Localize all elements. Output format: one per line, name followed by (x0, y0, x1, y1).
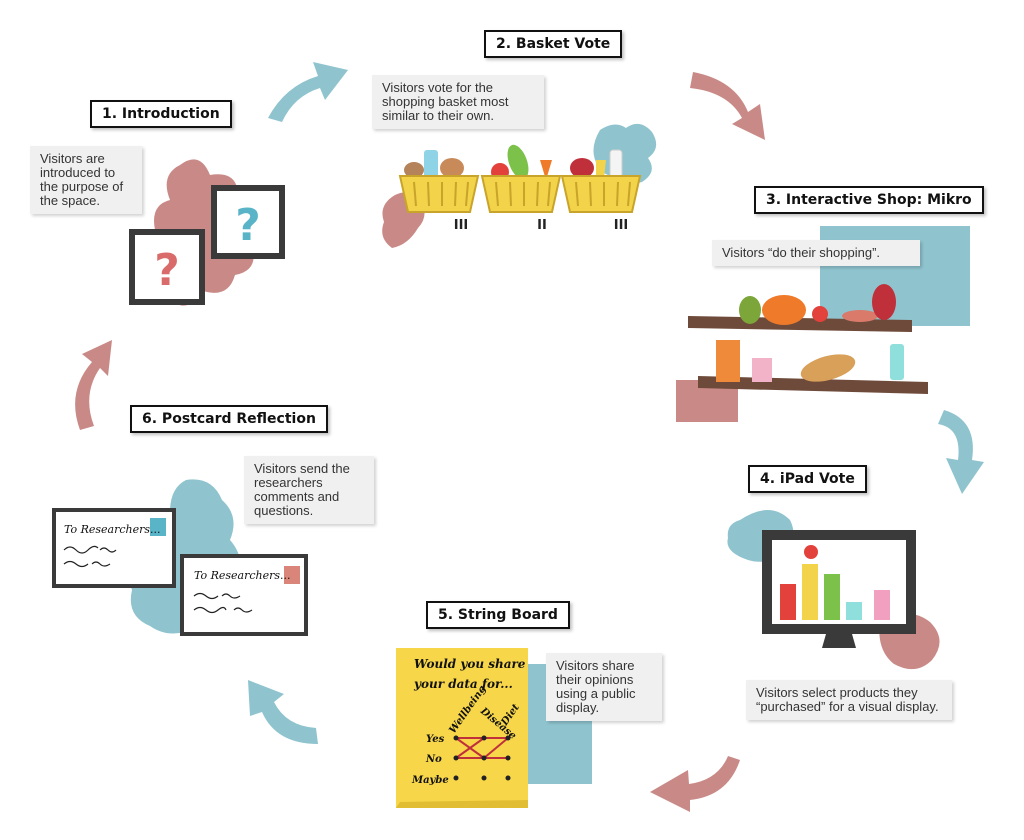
question-card-back: ? (211, 185, 285, 259)
water-bottle (890, 344, 904, 380)
string-board-illustration: Would you share your data for... Wellbei… (396, 648, 592, 808)
question-mark-icon: ? (235, 200, 261, 251)
cycle-arrow-1-to-2 (268, 62, 348, 122)
juice-carton (716, 340, 740, 382)
step-4-title: 4. iPad Vote (748, 465, 867, 493)
step-3-description: Visitors “do their shopping”. (712, 240, 920, 266)
question-card-front: ? (129, 229, 205, 305)
step-2-description: Visitors vote for the shopping basket mo… (372, 75, 544, 129)
blue-blob (593, 123, 657, 183)
pear (739, 296, 761, 324)
board-row-3: Maybe (411, 775, 449, 786)
cycle-arrow-5-to-6 (248, 680, 318, 744)
question-mark-icon: ? (154, 245, 180, 296)
postcard-2: To Researchers... (180, 554, 308, 636)
meat (872, 284, 896, 320)
basket-2 (480, 144, 562, 213)
basket-3 (560, 149, 642, 213)
postcard-2-greeting: To Researchers... (194, 569, 291, 582)
basket-2-tally: II (537, 218, 547, 233)
sausages (842, 310, 878, 322)
basket-1 (398, 150, 480, 213)
bar-3 (824, 574, 840, 620)
bread (800, 354, 856, 382)
basket-vote-illustration: III II III (382, 123, 657, 248)
postcard-1-greeting: To Researchers... (64, 523, 161, 536)
basket-1-tally: III (454, 218, 469, 233)
step-1-title: 1. Introduction (90, 100, 232, 128)
cycle-arrow-2-to-3 (690, 72, 765, 140)
board-pins (453, 735, 511, 781)
ipad-vote-illustration (727, 510, 940, 670)
postcard-illustration: To Researchers... To Researchers... (52, 479, 308, 636)
tomatoes (812, 306, 828, 322)
step-6-description: Visitors send the researchers comments a… (244, 456, 374, 524)
postcard-1: To Researchers... (52, 508, 176, 588)
board (396, 648, 528, 808)
cycle-arrow-4-to-5 (650, 756, 740, 812)
introduction-illustration: ? ? (129, 159, 285, 306)
monitor-stand (822, 634, 856, 648)
board-row-2: No (425, 754, 442, 765)
bar-2 (802, 564, 818, 620)
board-heading-line-1: Would you share (414, 657, 526, 671)
yogurt-cup (752, 358, 772, 382)
step-2-title: 2. Basket Vote (484, 30, 623, 58)
stamp (284, 566, 300, 584)
cycle-arrow-6-to-1 (75, 340, 112, 430)
step-5-description: Visitors share their opinions using a pu… (546, 653, 662, 721)
pumpkin (762, 295, 806, 325)
basket-3-tally: III (614, 218, 629, 233)
bar-5 (874, 590, 890, 620)
step-3-title: 3. Interactive Shop: Mikro (754, 186, 984, 214)
cycle-arrow-3-to-4 (938, 410, 984, 494)
step-4-description: Visitors select products they “purchased… (746, 680, 952, 720)
bar-1 (780, 584, 796, 620)
stamp (150, 518, 166, 536)
step-6-title: 6. Postcard Reflection (130, 405, 328, 433)
board-row-1: Yes (426, 734, 445, 745)
step-1-description: Visitors are introduced to the purpose o… (30, 146, 142, 214)
tomato-icon (804, 545, 818, 559)
bar-4 (846, 602, 862, 620)
step-5-title: 5. String Board (426, 601, 570, 629)
board-heading-line-2: your data for... (413, 677, 513, 691)
